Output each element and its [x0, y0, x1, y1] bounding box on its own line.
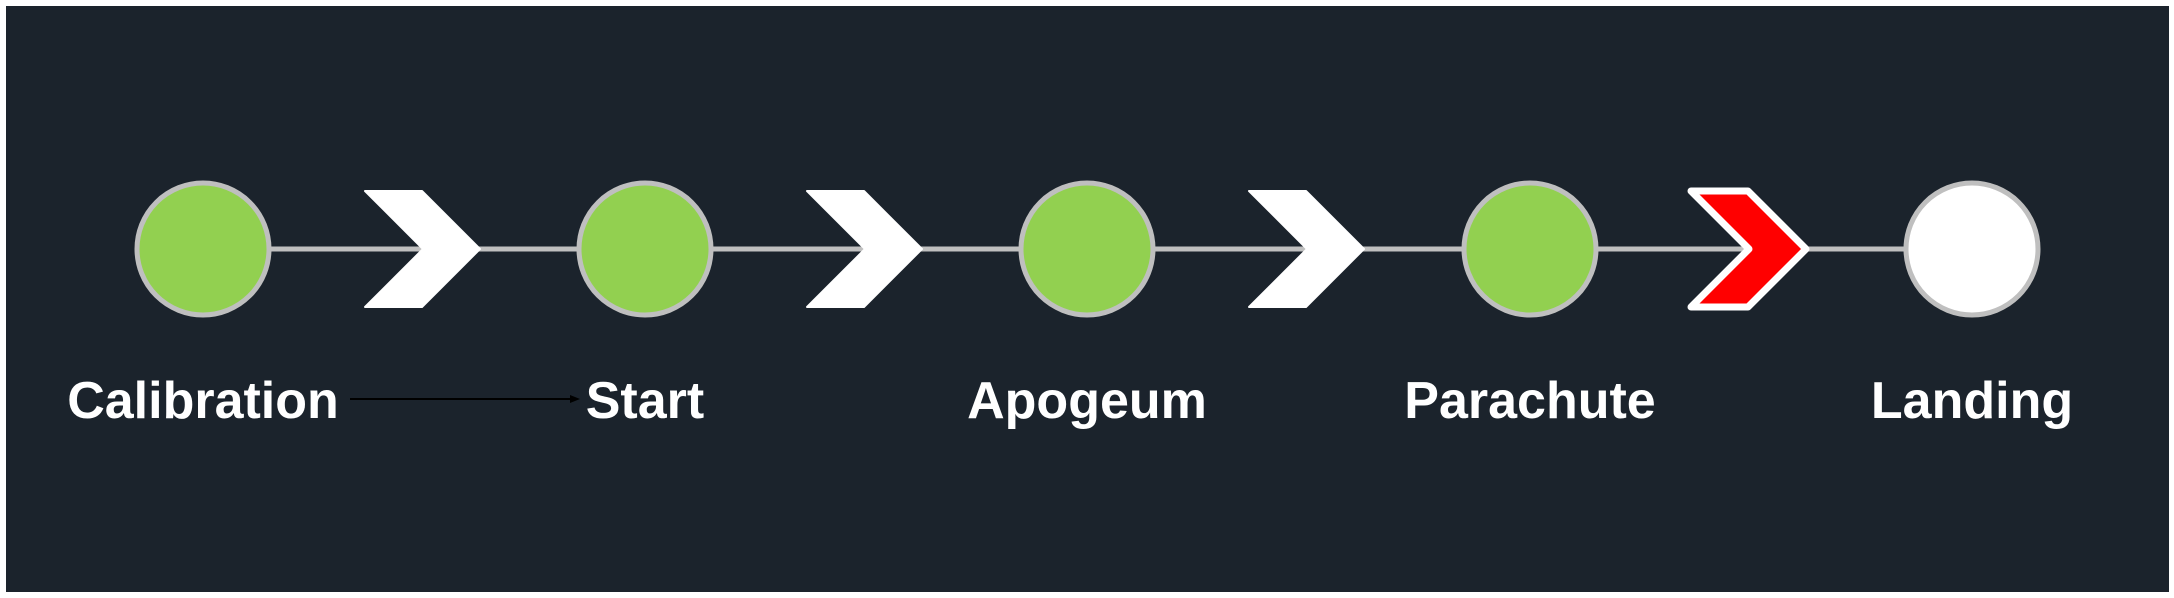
- stage-nodes: [134, 180, 2041, 318]
- stage-node-start: [576, 180, 714, 318]
- calibration-start-pointer: [350, 395, 580, 403]
- transition-chevron-start-to-apogeum: [806, 190, 923, 308]
- transition-chevron-apogeum-to-parachute: [1248, 190, 1365, 308]
- transition-chevron-calibration-to-start: [364, 190, 481, 308]
- transition-chevrons: [364, 187, 1810, 311]
- pointer-arrowhead: [570, 395, 580, 403]
- stage-node-apogeum: [1018, 180, 1156, 318]
- transition-chevron-parachute-to-landing: [1687, 187, 1810, 311]
- stage-label-start: Start: [586, 372, 704, 430]
- stage-node-calibration: [134, 180, 272, 318]
- stage-label-parachute: Parachute: [1404, 372, 1655, 430]
- stage-node-parachute: [1461, 180, 1599, 318]
- stage-label-calibration: Calibration: [67, 372, 339, 430]
- stage-label-landing: Landing: [1871, 372, 2073, 430]
- stage-labels: Calibration Start Apogeum Parachute Land…: [67, 372, 2073, 430]
- stage-node-landing: [1903, 180, 2041, 318]
- stage-label-apogeum: Apogeum: [967, 372, 1207, 430]
